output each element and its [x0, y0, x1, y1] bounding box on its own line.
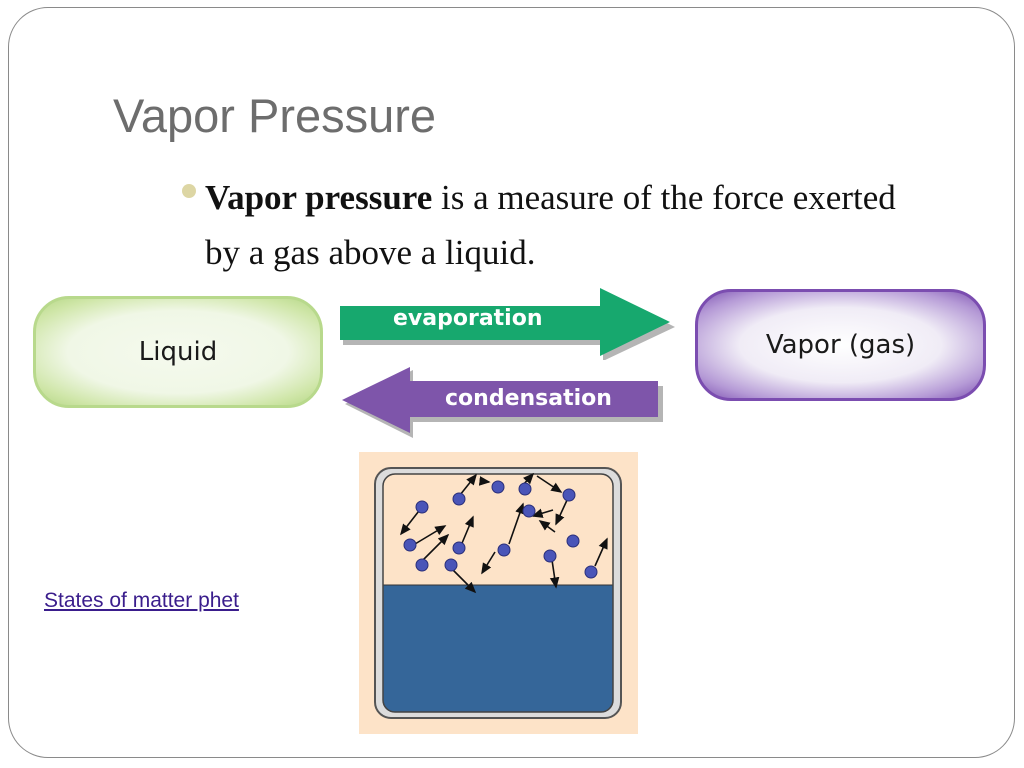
vapor-box: Vapor (gas) — [695, 289, 986, 401]
bullet-definition: is a measure of the force exerted by a g… — [205, 178, 896, 272]
bullet-text: Vapor pressure is a measure of the force… — [205, 170, 925, 280]
container-molecules-icon — [359, 452, 638, 734]
evaporation-arrow-icon — [340, 288, 675, 360]
condensation-label: condensation — [445, 386, 612, 411]
slide-title: Vapor Pressure — [113, 89, 437, 142]
bullet-term: Vapor pressure — [205, 178, 433, 217]
liquid-box: Liquid — [33, 296, 323, 408]
liquid-label: Liquid — [138, 337, 218, 367]
bullet-icon — [182, 184, 196, 198]
condensation-arrow-icon — [342, 367, 663, 438]
states-of-matter-link[interactable]: States of matter phet — [44, 589, 239, 612]
evaporation-label: evaporation — [393, 306, 543, 331]
vapor-label: Vapor (gas) — [765, 330, 916, 360]
